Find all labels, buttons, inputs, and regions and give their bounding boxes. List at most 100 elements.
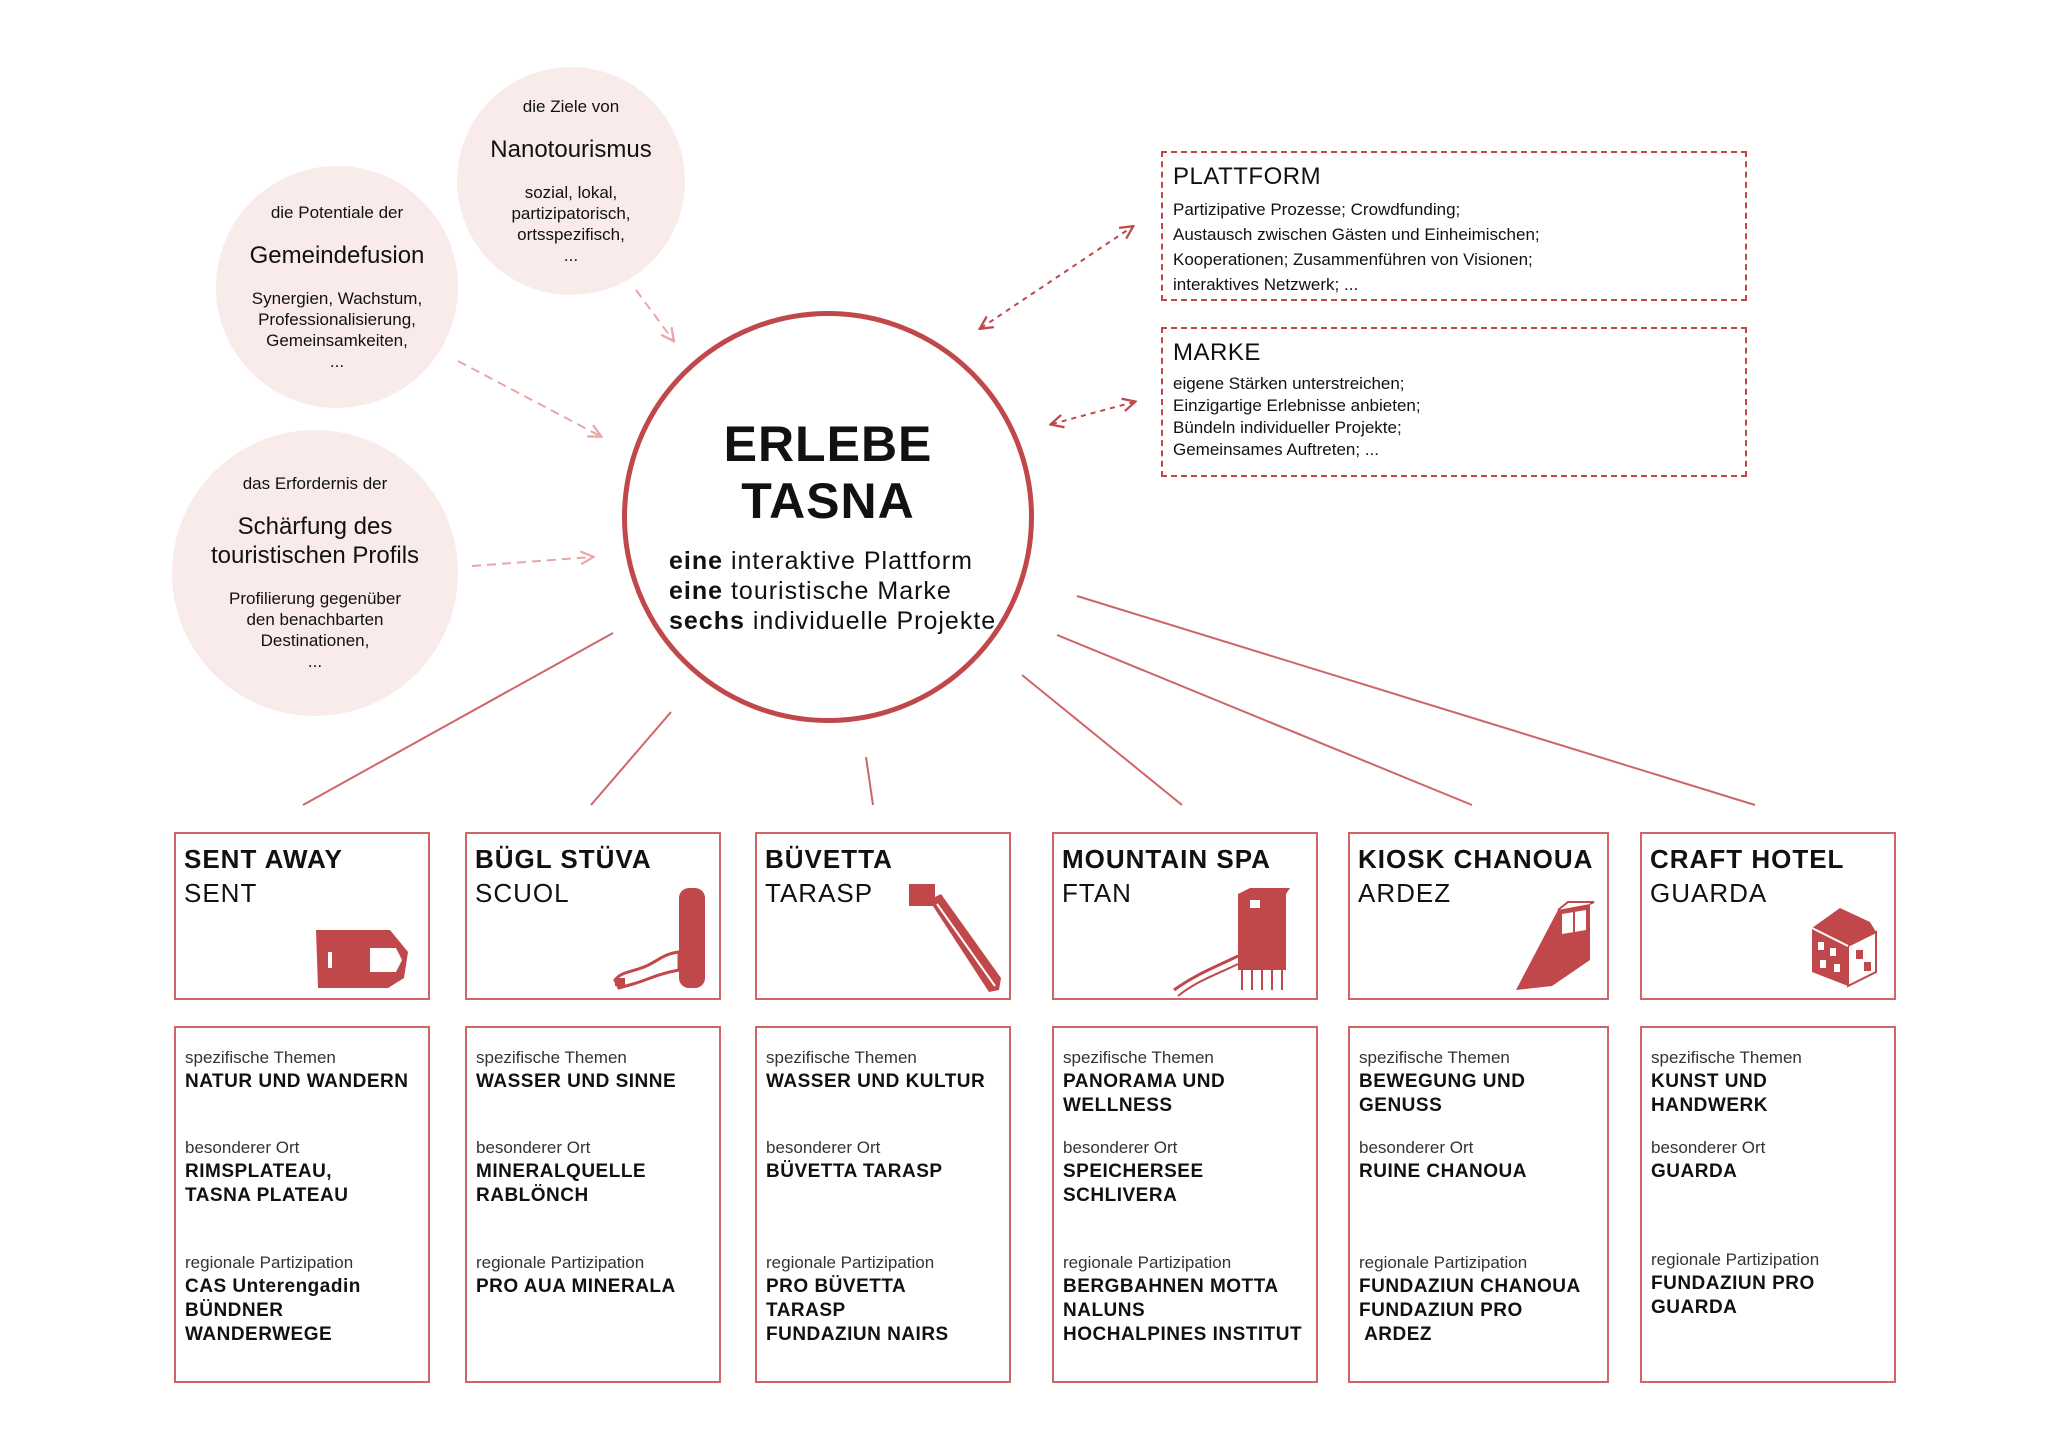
- value-partizipation: FUNDAZIUN CHANOUA FUNDAZIUN PRO ARDEZ: [1359, 1276, 1581, 1345]
- core-line: eine touristische Marke: [669, 576, 996, 606]
- bubble-desc-line: ...: [329, 351, 345, 371]
- project-name: CRAFT HOTEL: [1650, 844, 1845, 874]
- core-line-rest: touristische Marke: [723, 577, 952, 605]
- marke-line: Bündeln individueller Projekte;: [1173, 418, 1402, 437]
- arrow-core-marke: [1052, 402, 1134, 424]
- marke-line: Einzigartige Erlebnisse anbieten;: [1173, 396, 1421, 415]
- project-card-bugl-stuva: BÜGL STÜVA SCUOL: [465, 832, 721, 1000]
- arrow-nano-to-core: [635, 289, 673, 340]
- project-card-mountain-spa: MOUNTAIN SPA FTAN: [1052, 832, 1318, 1000]
- plattform-box: PLATTFORM Partizipative Prozesse; Crowdf…: [1161, 151, 1747, 301]
- label-themen: spezifische Themen: [1359, 1048, 1510, 1067]
- bubble-heading-line: Schärfung des: [237, 513, 393, 540]
- link-project-6: [1076, 595, 1756, 806]
- bubble-heading-line: touristischen Profils: [210, 542, 420, 569]
- spa-tower-icon: [1173, 888, 1290, 997]
- cabin-icon: [316, 930, 408, 988]
- value-partizipation: CAS Unterengadin BÜNDNER WANDERWEGE: [185, 1276, 361, 1345]
- core-line-rest: individuelle Projekte: [744, 607, 997, 635]
- label-themen: spezifische Themen: [766, 1048, 917, 1067]
- bubble-desc: Synergien, Wachstum, Professionalisierun…: [252, 288, 422, 372]
- value-themen: NATUR UND WANDERN: [185, 1071, 409, 1092]
- marke-line: eigene Stärken unterstreichen;: [1173, 374, 1405, 393]
- label-ort: besonderer Ort: [1359, 1138, 1474, 1157]
- project-info-bugl-stuva: spezifische Themen WASSER UND SINNE beso…: [465, 1026, 721, 1383]
- value-ort: BÜVETTA TARASP: [766, 1161, 943, 1182]
- bubble-profil: das Erfordernis der Schärfung des touris…: [172, 430, 458, 716]
- label-partizipation: regionale Partizipation: [185, 1253, 354, 1272]
- label-partizipation: regionale Partizipation: [1359, 1253, 1528, 1272]
- plattform-heading: PLATTFORM: [1173, 163, 1322, 190]
- core-line-bold: eine: [669, 577, 724, 605]
- core-line-rest: interaktive Plattform: [723, 547, 973, 575]
- label-themen: spezifische Themen: [1651, 1048, 1802, 1067]
- label-ort: besonderer Ort: [766, 1138, 881, 1157]
- value-partizipation: FUNDAZIUN PRO GUARDA: [1651, 1273, 1815, 1318]
- value-themen: WASSER UND KULTUR: [766, 1071, 986, 1092]
- project-name: SENT AWAY: [184, 844, 343, 874]
- project-card-craft-hotel: CRAFT HOTEL GUARDA: [1640, 832, 1896, 1000]
- arrow-prof-to-core: [471, 557, 592, 567]
- plattform-line: interaktives Netzwerk; ...: [1173, 275, 1359, 294]
- project-info-kiosk-chanoua: spezifische Themen BEWEGUNG UND GENUSS b…: [1348, 1026, 1609, 1383]
- core-line: sechs individuelle Projekte: [669, 606, 996, 636]
- project-info-buvetta: spezifische Themen WASSER UND KULTUR bes…: [755, 1026, 1011, 1383]
- bubble-desc: Profilierung gegenüber den benachbarten …: [229, 588, 401, 672]
- link-project-2: [590, 711, 672, 806]
- arrow-gem-to-core: [457, 360, 600, 436]
- bubble-heading: Nanotourismus: [490, 135, 652, 163]
- marke-line: Gemeinsames Auftreten; ...: [1173, 440, 1379, 459]
- kiosk-icon: [1516, 901, 1595, 990]
- bubble-gemeindefusion: die Potentiale der Gemeindefusion Synerg…: [216, 166, 458, 408]
- core-lines: eine interaktive Plattform eine touristi…: [669, 546, 996, 636]
- plattform-line: Kooperationen; Zusammenführen von Vision…: [1173, 250, 1533, 269]
- bubble-desc-line: sozial, lokal,: [524, 182, 618, 202]
- project-card-kiosk-chanoua: KIOSK CHANOUA ARDEZ: [1348, 832, 1609, 1000]
- label-ort: besonderer Ort: [476, 1138, 591, 1157]
- bubble-pre: die Ziele von: [522, 96, 620, 116]
- arrow-core-plattform: [981, 227, 1132, 328]
- bubble-desc-line: Gemeinsamkeiten,: [266, 330, 408, 350]
- project-place: SCUOL: [475, 878, 570, 908]
- project-card-sent-away: SENT AWAY SENT: [174, 832, 430, 1000]
- bubble-desc: sozial, lokal, partizipatorisch, ortsspe…: [511, 182, 630, 266]
- project-place: SENT: [184, 878, 258, 908]
- core-title: ERLEBE TASNA: [627, 416, 1029, 530]
- value-themen: WASSER UND SINNE: [476, 1071, 677, 1092]
- bubble-desc-line: den benachbarten: [246, 610, 384, 629]
- value-ort: MINERALQUELLE RABLÖNCH: [476, 1161, 647, 1206]
- value-partizipation: PRO BÜVETTA TARASP FUNDAZIUN NAIRS: [766, 1276, 949, 1345]
- value-partizipation: PRO AUA MINERALA: [476, 1276, 676, 1297]
- label-ort: besonderer Ort: [1063, 1138, 1178, 1157]
- bubble-desc-line: partizipatorisch,: [511, 203, 631, 223]
- link-project-5: [1056, 634, 1473, 806]
- project-name: BÜVETTA: [765, 844, 893, 874]
- project-name: BÜGL STÜVA: [475, 844, 652, 874]
- value-ort: RIMSPLATEAU, TASNA PLATEAU: [185, 1161, 349, 1206]
- label-partizipation: regionale Partizipation: [766, 1253, 935, 1272]
- value-themen: PANORAMA UND WELLNESS: [1063, 1071, 1226, 1116]
- core-title-line: TASNA: [741, 473, 915, 529]
- bubble-pre: das Erfordernis der: [242, 474, 388, 493]
- value-partizipation: BERGBAHNEN MOTTA NALUNS HOCHALPINES INST…: [1063, 1276, 1303, 1345]
- project-info-mountain-spa: spezifische Themen PANORAMA UND WELLNESS…: [1052, 1026, 1318, 1383]
- label-partizipation: regionale Partizipation: [1063, 1253, 1232, 1272]
- value-ort: GUARDA: [1651, 1161, 1738, 1182]
- project-info-craft-hotel: spezifische Themen KUNST UND HANDWERK be…: [1640, 1026, 1896, 1383]
- bubble-desc-line: Professionalisierung,: [258, 309, 416, 329]
- value-themen: KUNST UND HANDWERK: [1651, 1071, 1768, 1116]
- core-circle: ERLEBE TASNA eine interaktive Plattform …: [622, 311, 1034, 723]
- marke-box: MARKE eigene Stärken unterstreichen; Ein…: [1161, 327, 1747, 477]
- label-ort: besonderer Ort: [1651, 1138, 1766, 1157]
- bubble-heading: Schärfung des touristischen Profils: [211, 512, 419, 570]
- house-icon: [1811, 908, 1877, 988]
- project-place: GUARDA: [1650, 878, 1768, 908]
- value-ort: RUINE CHANOUA: [1359, 1161, 1527, 1182]
- link-project-4: [1021, 674, 1183, 806]
- pipe-icon: [909, 884, 1001, 992]
- bubble-desc-line: ...: [563, 245, 579, 265]
- bubble-heading: Gemeindefusion: [249, 241, 425, 269]
- label-themen: spezifische Themen: [185, 1048, 336, 1067]
- project-info-sent-away: spezifische Themen NATUR UND WANDERN bes…: [174, 1026, 430, 1383]
